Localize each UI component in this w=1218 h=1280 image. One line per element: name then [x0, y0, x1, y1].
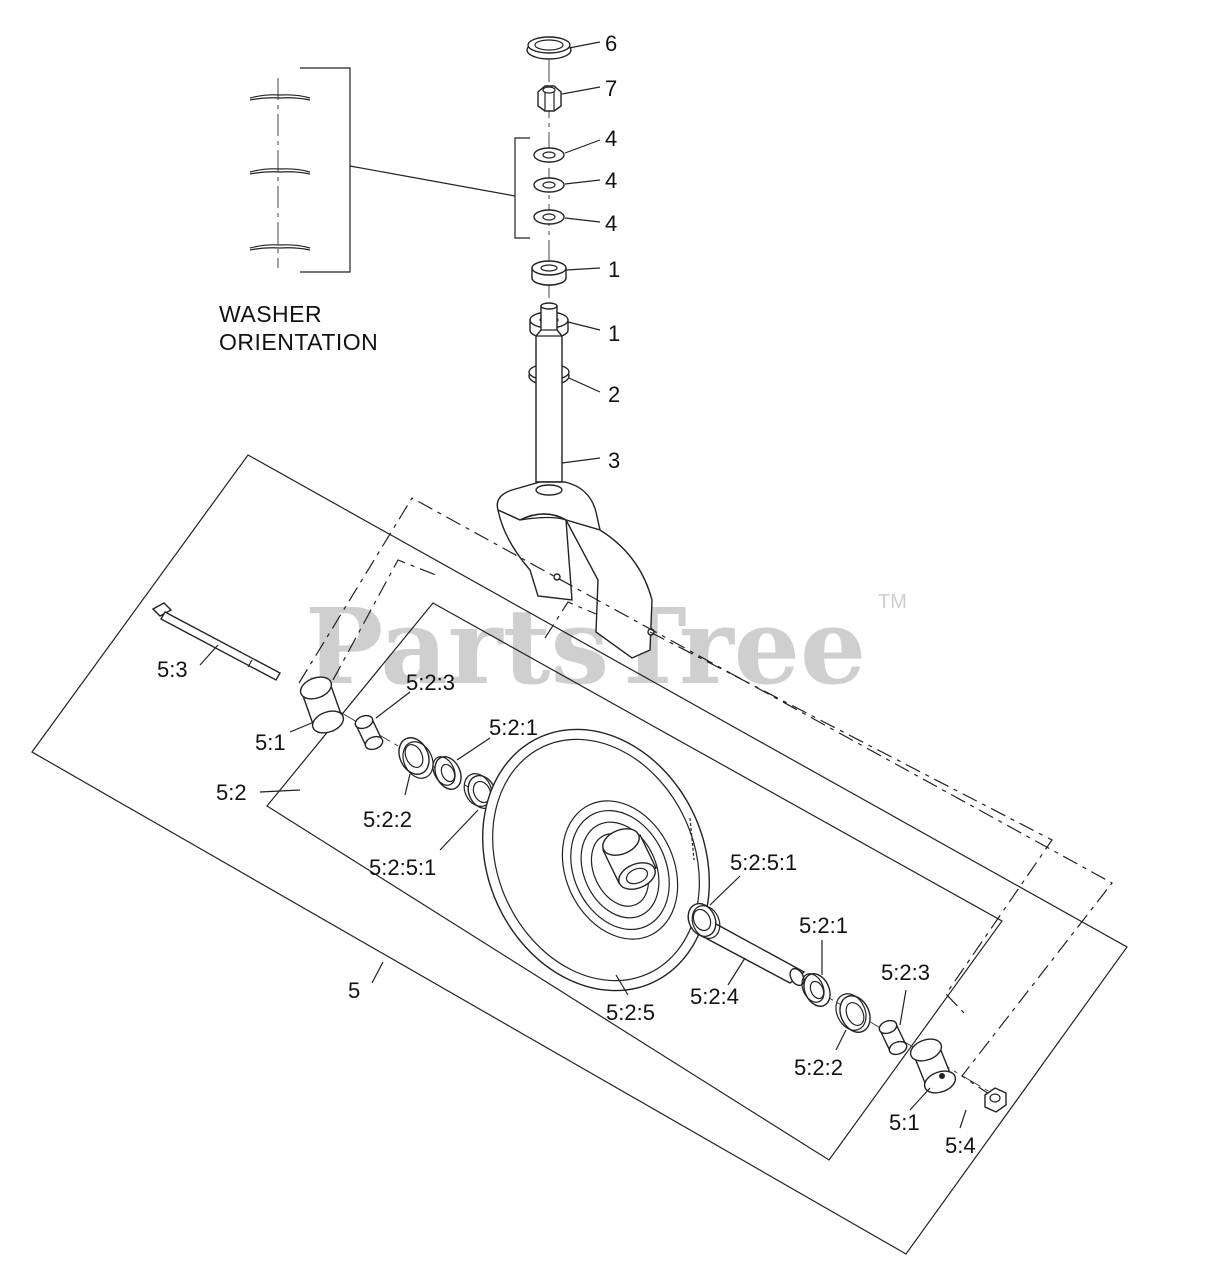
part-6-cap: [526, 36, 572, 60]
part-5-1-right-spacer: [909, 1038, 957, 1094]
callout-4a: 4: [605, 126, 617, 151]
part-5-2-5-wheel: [482, 728, 710, 992]
callout-5-1-right: 5:1: [889, 1110, 920, 1135]
callout-3: 3: [608, 448, 620, 473]
callout-5-2-2-left: 5:2:2: [363, 807, 412, 832]
callout-5-2-3-left: 5:2:3: [406, 670, 455, 695]
callout-5-2-5: 5:2:5: [606, 1000, 655, 1025]
assembly-5-frame: [31, 454, 1128, 1255]
callout-5-2-3-right: 5:2:3: [881, 960, 930, 985]
callout-7: 7: [605, 76, 617, 101]
callout-5-2: 5:2: [216, 780, 247, 805]
callout-2: 2: [608, 382, 620, 407]
callout-5-2-2-right: 5:2:2: [794, 1055, 843, 1080]
assembly-5-2-frame: [266, 602, 1003, 1161]
part-5-2-2-left-race: [398, 737, 434, 779]
callout-5-4: 5:4: [945, 1133, 976, 1158]
watermark-trademark: TM: [878, 591, 907, 613]
part-5-3-bolt: [151, 602, 281, 681]
callout-5-2-4: 5:2:4: [690, 984, 739, 1009]
callout-1a: 1: [608, 257, 620, 282]
part-5-2-1-left-bearing: [432, 756, 462, 790]
callout-4b: 4: [605, 168, 617, 193]
callout-1b: 1: [608, 321, 620, 346]
part-5-4-nut: [984, 1087, 1007, 1113]
callout-5-2-1-left: 5:2:1: [489, 715, 538, 740]
washer-orientation-detail: [249, 67, 516, 273]
washer-orientation-caption-line2: ORIENTATION: [219, 329, 378, 355]
callout-6: 6: [605, 31, 617, 56]
part-5-1-left-spacer: [299, 676, 345, 734]
callout-5-1-left: 5:1: [255, 730, 286, 755]
washer-orientation-caption-line1: WASHER: [219, 301, 322, 327]
callout-4c: 4: [605, 211, 617, 236]
callout-5-2-1-right: 5:2:1: [799, 913, 848, 938]
part-3-caster-fork: [496, 302, 655, 659]
part-5-2-2-right-race: [835, 993, 871, 1033]
callout-5-3: 5:3: [157, 657, 188, 682]
part-5-2-5-1-right-race: [687, 902, 721, 939]
part-5-2-3-right-bushing: [878, 1019, 908, 1056]
part-5-2-3-left-bushing: [354, 714, 384, 751]
part-5-2-4-axle-tube: [698, 923, 806, 987]
callout-5: 5: [348, 978, 360, 1003]
callout-5-2-5-1-left: 5:2:5:1: [369, 855, 436, 880]
part-7-nut: [537, 85, 562, 112]
callout-5-2-5-1-right: 5:2:5:1: [730, 850, 797, 875]
watermark-text: PartsTree: [305, 585, 866, 708]
part-4-washers: [514, 137, 565, 239]
part-5-2-1-right-bearing: [801, 973, 831, 1007]
